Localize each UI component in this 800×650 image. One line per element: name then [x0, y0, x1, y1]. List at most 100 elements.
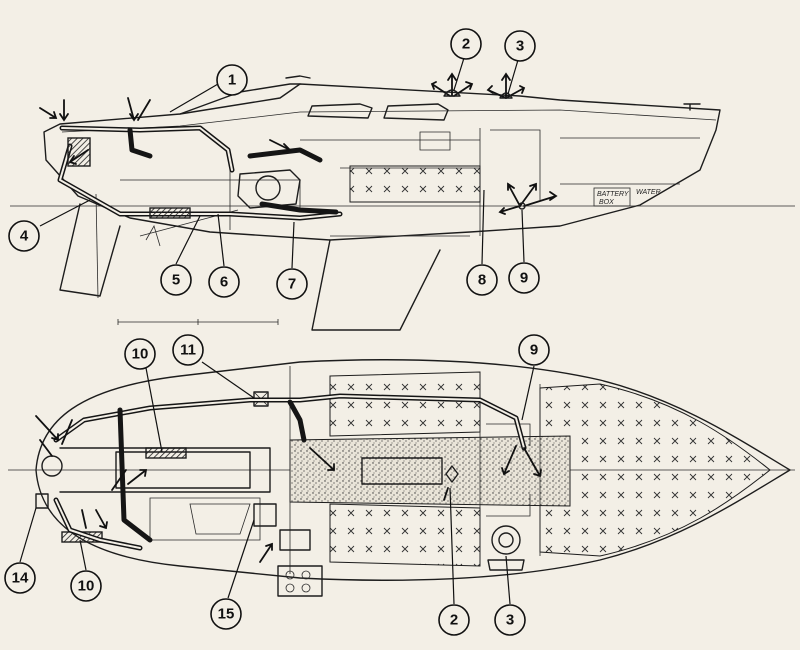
side-ducting — [57, 125, 343, 221]
leader-10b — [79, 539, 87, 571]
scale-bar — [117, 319, 279, 325]
leader-7 — [291, 221, 295, 269]
port-window-2 — [383, 103, 449, 121]
callout-8: 8 — [466, 264, 498, 296]
dorade-vent-3 — [499, 92, 513, 99]
svg-text:3: 3 — [516, 38, 524, 55]
callout-7: 7 — [276, 268, 308, 300]
quarter-berth — [149, 497, 261, 541]
side-elevation: BATTERY BOX WATER — [10, 72, 795, 331]
stove-burner-2 — [301, 570, 311, 580]
battery-box-label-1: BATTERY — [597, 191, 630, 198]
battery-box-outline — [593, 187, 631, 207]
callout-2: 2 — [450, 28, 482, 60]
rudder-post — [95, 193, 99, 299]
engine-flywheel — [255, 175, 281, 201]
stove-burner-3 — [285, 583, 295, 593]
callout-14: 14 — [4, 562, 36, 594]
water-tank-label: WATER — [636, 189, 661, 196]
hatch-outline — [419, 131, 451, 151]
leader-9b — [521, 365, 535, 421]
head-toilet — [491, 525, 521, 555]
callout-11: 11 — [172, 334, 204, 366]
leader-11 — [201, 361, 255, 399]
svg-text:9: 9 — [530, 342, 538, 359]
blower-box-plan-upper — [145, 447, 187, 459]
callout-4: 4 — [8, 220, 40, 252]
steering-pedestal — [41, 455, 63, 477]
plan-airflow-arrows — [35, 415, 542, 563]
callout-9: 9 — [508, 262, 540, 294]
callouts: 1 2 3 4 5 6 7 8 9 10 11 9 14 10 15 2 3 — [4, 28, 550, 636]
leader-3b — [505, 555, 511, 605]
callout-10-lower: 10 — [70, 570, 102, 602]
blower-box-mid — [149, 207, 191, 219]
leader-4 — [39, 199, 91, 227]
callout-9-plan: 9 — [518, 334, 550, 366]
nav-station — [253, 503, 277, 527]
settee-cushions-side — [349, 165, 481, 203]
leader-15 — [227, 519, 255, 599]
svg-text:14: 14 — [12, 570, 29, 587]
side-airflow-arrows — [39, 72, 558, 215]
svg-text:2: 2 — [462, 36, 470, 53]
svg-text:4: 4 — [20, 228, 29, 245]
callout-2-plan: 2 — [438, 604, 470, 636]
plan-bulkheads — [289, 366, 541, 574]
leader-6 — [217, 213, 225, 267]
svg-text:8: 8 — [478, 272, 486, 289]
mast-step — [445, 465, 459, 483]
callout-1: 1 — [216, 64, 248, 96]
svg-text:7: 7 — [288, 276, 296, 293]
callout-3: 3 — [504, 30, 536, 62]
plan-ducting — [53, 393, 527, 551]
callout-5: 5 — [160, 264, 192, 296]
stern-fitting — [35, 493, 49, 509]
engine-plan — [115, 451, 251, 489]
leader-1 — [169, 83, 219, 113]
svg-text:10: 10 — [78, 578, 95, 595]
svg-text:11: 11 — [180, 342, 196, 359]
battery-box-label-2: BOX — [599, 199, 614, 206]
leader-2b — [449, 487, 455, 605]
svg-text:9: 9 — [520, 270, 528, 287]
side-hull-outline — [43, 83, 721, 241]
svg-text:3: 3 — [506, 612, 514, 629]
galley-sink — [279, 529, 311, 551]
leader-10a — [145, 367, 163, 453]
stove-burner-1 — [285, 570, 295, 580]
fan-hub-9 — [518, 202, 526, 210]
svg-text:6: 6 — [220, 274, 228, 291]
leader-3 — [507, 59, 519, 95]
svg-text:5: 5 — [172, 272, 180, 289]
svg-text:2: 2 — [450, 612, 458, 629]
leader-9a — [521, 209, 525, 263]
keel — [311, 239, 441, 331]
forward-berth-cushions — [539, 383, 771, 557]
engine-block-side — [237, 169, 301, 209]
svg-text:10: 10 — [132, 346, 149, 363]
leader-5 — [175, 215, 201, 265]
callout-3-plan: 3 — [494, 604, 526, 636]
head-sink — [487, 559, 525, 571]
galley-stove — [277, 565, 323, 597]
leader-8 — [481, 189, 485, 265]
saloon-table — [361, 457, 443, 485]
dorade-vent-2 — [443, 89, 461, 97]
callout-10-upper: 10 — [124, 338, 156, 370]
callout-6: 6 — [208, 266, 240, 298]
stove-burner-4 — [301, 583, 311, 593]
leader-14 — [19, 507, 37, 563]
saloon-settee-port — [329, 371, 481, 437]
leader-2 — [453, 57, 465, 91]
callout-15: 15 — [210, 598, 242, 630]
svg-text:1: 1 — [228, 72, 236, 89]
cabin-trunk — [179, 75, 311, 115]
saloon-settee-stbd — [329, 503, 481, 567]
rudder-skeg — [59, 203, 121, 297]
cabin-sole — [289, 435, 571, 507]
port-window-1 — [307, 103, 373, 119]
svg-text:15: 15 — [218, 606, 235, 623]
bow-fitting — [683, 103, 701, 111]
